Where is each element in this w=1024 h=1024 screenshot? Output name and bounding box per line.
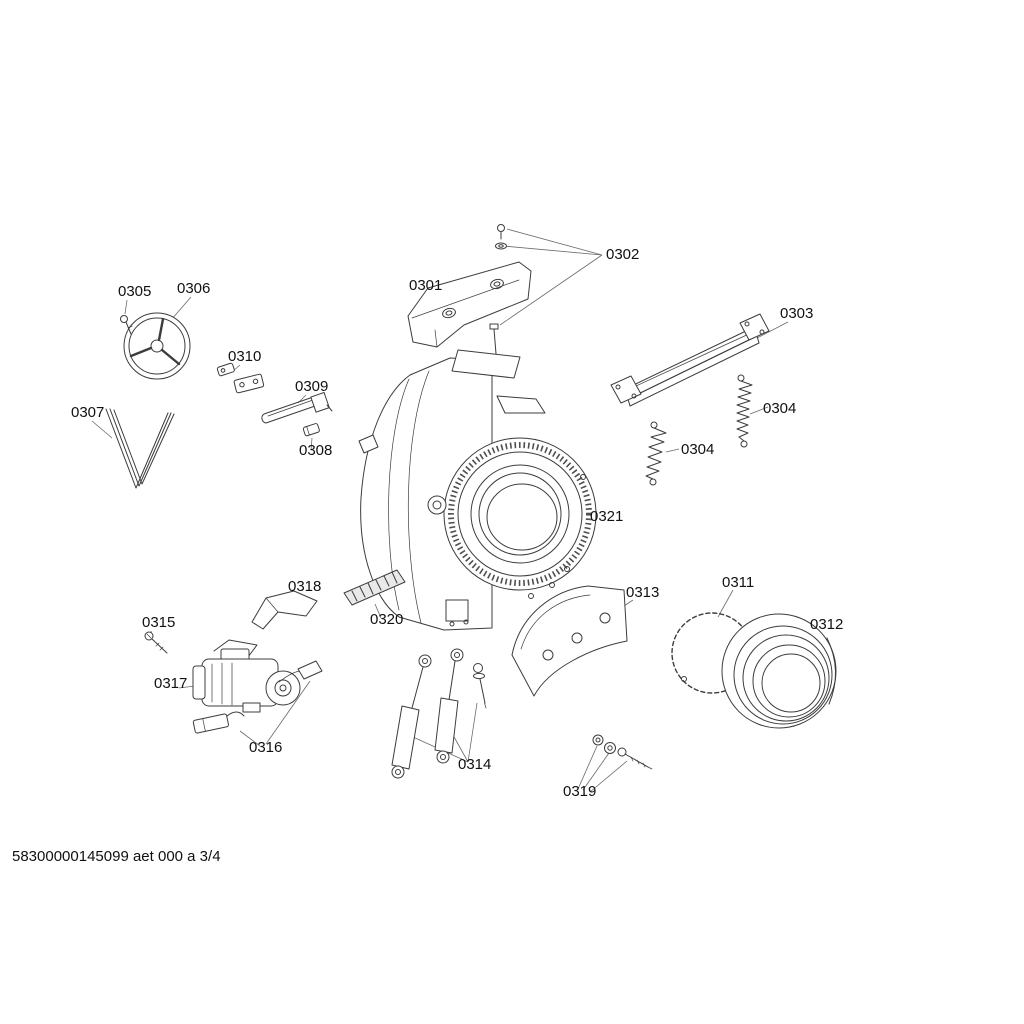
part-label-0316: 0316 bbox=[249, 739, 282, 756]
door-gasket bbox=[721, 613, 837, 729]
part-label-0315: 0315 bbox=[142, 614, 175, 631]
part-label-0310: 0310 bbox=[228, 348, 261, 365]
suspension-spring-left bbox=[645, 421, 667, 486]
part-label-0305: 0305 bbox=[118, 283, 151, 300]
part-label-0318: 0318 bbox=[288, 578, 321, 595]
heating-element bbox=[261, 391, 333, 424]
drive-motor bbox=[192, 639, 323, 713]
part-label-0304-right: 0304 bbox=[763, 400, 796, 417]
part-label-0304-left: 0304 bbox=[681, 441, 714, 458]
part-labels: 0301 0302 0303 0304 0304 0305 0306 0307 … bbox=[71, 246, 843, 800]
part-label-0306: 0306 bbox=[177, 280, 210, 297]
part-label-0307: 0307 bbox=[71, 404, 104, 421]
drawing-number: 58300000145099 aet 000 a 3/4 bbox=[12, 848, 221, 865]
shock-absorbers bbox=[391, 648, 487, 779]
part-label-0303: 0303 bbox=[780, 305, 813, 322]
tub-assembly bbox=[358, 349, 597, 631]
part-label-0313: 0313 bbox=[626, 584, 659, 601]
counterweight-top bbox=[407, 261, 532, 348]
ribbed-strip bbox=[343, 569, 406, 606]
suspension-spring-right bbox=[736, 374, 753, 448]
counterweight-bottom bbox=[511, 585, 628, 697]
clamp-set bbox=[216, 362, 265, 394]
cover-plate bbox=[251, 590, 318, 630]
drive-pulley bbox=[123, 312, 191, 380]
part-label-0301: 0301 bbox=[409, 277, 442, 294]
part-label-0312: 0312 bbox=[810, 616, 843, 633]
part-label-0320: 0320 bbox=[370, 611, 403, 628]
part-label-0309: 0309 bbox=[295, 378, 328, 395]
transport-brace bbox=[610, 313, 770, 407]
part-label-0314: 0314 bbox=[458, 756, 491, 773]
screw-washer-set bbox=[592, 734, 653, 770]
motor-screw bbox=[144, 631, 168, 654]
part-label-0308: 0308 bbox=[299, 442, 332, 459]
drive-belt bbox=[105, 408, 175, 489]
part-label-0302: 0302 bbox=[606, 246, 639, 263]
part-label-0319: 0319 bbox=[563, 783, 596, 800]
sensor-plug bbox=[302, 423, 320, 437]
pulley-screw bbox=[120, 315, 133, 335]
part-label-0321: 0321 bbox=[590, 508, 623, 525]
part-label-0317: 0317 bbox=[154, 675, 187, 692]
carbon-brush bbox=[192, 711, 245, 734]
part-label-0311: 0311 bbox=[722, 574, 754, 591]
